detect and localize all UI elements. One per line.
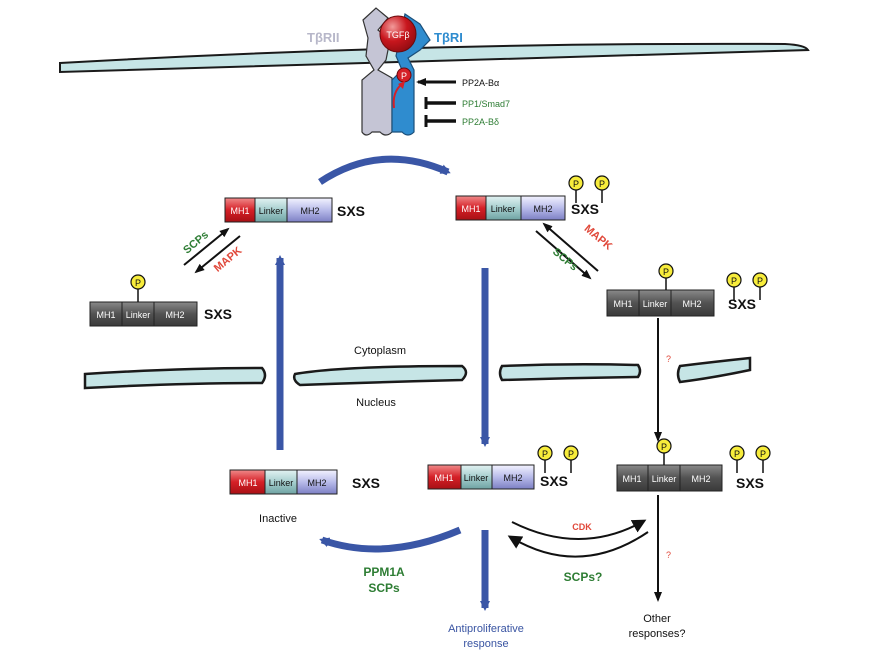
mh2-label: MH2 — [533, 204, 552, 214]
sxs-label: SXS — [352, 475, 380, 491]
mh1-label: MH1 — [238, 478, 257, 488]
pp1-smad7-label: PP1/Smad7 — [462, 99, 510, 109]
smad-nuclear-inactive: MH1 Linker MH2 SXS — [229, 469, 380, 495]
sxs-label: SXS — [728, 296, 756, 312]
mh2-label: MH2 — [503, 473, 522, 483]
linker-label: Linker — [259, 206, 284, 216]
scps-left-label: SCPs — [181, 229, 211, 257]
question-lower-label: ? — [666, 550, 671, 560]
phospho-label: P — [757, 276, 763, 286]
mh2-label: MH2 — [682, 299, 701, 309]
cytoplasm-label: Cytoplasm — [354, 345, 406, 357]
phospho-icon — [130, 274, 146, 290]
question-upper-label: ? — [666, 354, 671, 364]
linker-label: Linker — [269, 478, 294, 488]
mapk-left-label: MAPK — [212, 245, 245, 275]
dephosphorylation-arrow — [319, 526, 462, 553]
receptor-activation-arrow — [318, 155, 451, 185]
receptor-phosphate-label: P — [401, 71, 407, 81]
pp2a-ba-label: PP2A-Bα — [462, 78, 499, 88]
sxs-label: SXS — [736, 475, 764, 491]
phospho-label: P — [734, 449, 740, 459]
nuclear-envelope — [83, 356, 752, 390]
phospho-icon — [752, 272, 768, 288]
mh2-label: MH2 — [300, 206, 319, 216]
tgfb-ligand — [379, 15, 417, 53]
tbrii-label: TβRII — [307, 30, 340, 45]
phospho-label: P — [760, 449, 766, 459]
mh1-label: MH1 — [434, 473, 453, 483]
smad-cyto-unphosphorylated: MH1 Linker MH2 SXS — [224, 197, 365, 223]
antiproliferative-label: Antiproliferative — [448, 623, 524, 635]
phospho-label: P — [731, 276, 737, 286]
smad-nuclear-fully-phosphorylated: MH1 Linker MH2 SXS P P P — [616, 438, 771, 492]
mh2-label: MH2 — [307, 478, 326, 488]
pp2a-bd-label: PP2A-Bδ — [462, 117, 499, 127]
receptor-complex: TGFβ P — [361, 7, 431, 136]
phospho-icon — [658, 263, 674, 279]
linker-label: Linker — [643, 299, 668, 309]
mh1-label: MH1 — [613, 299, 632, 309]
smad-nuclear-c-phosphorylated: MH1 Linker MH2 SXS P P — [427, 445, 579, 490]
mh2-label: MH2 — [165, 310, 184, 320]
phospho-icon — [755, 445, 771, 461]
mh1-label: MH1 — [230, 206, 249, 216]
receptor-regulators: PP2A-Bα PP1/Smad7 PP2A-Bδ — [416, 78, 510, 127]
smad-cyto-fully-phosphorylated: MH1 Linker MH2 SXS P P P — [606, 263, 768, 317]
phospho-label: P — [542, 449, 548, 459]
phospho-label: P — [135, 278, 141, 288]
phospho-icon — [568, 175, 584, 191]
phospho-label: P — [599, 179, 605, 189]
linker-label: Linker — [652, 474, 677, 484]
scps-question-label: SCPs? — [564, 570, 603, 584]
phospho-icon — [563, 445, 579, 461]
phospho-label: P — [573, 179, 579, 189]
mapk-right-label: MAPK — [582, 223, 615, 253]
smad-cyto-linker-phosphorylated: MH1 Linker MH2 SXS P — [89, 274, 232, 327]
linker-label: Linker — [491, 204, 516, 214]
phospho-icon — [656, 438, 672, 454]
cdk-label: CDK — [572, 522, 592, 532]
sxs-label: SXS — [540, 473, 568, 489]
tbri-label: TβRI — [434, 30, 463, 45]
nucleus-label: Nucleus — [356, 397, 396, 409]
smad-cyto-c-phosphorylated: MH1 Linker MH2 SXS P P — [455, 175, 610, 221]
phospho-icon — [729, 445, 745, 461]
tgfb-label: TGFβ — [386, 30, 409, 40]
phospho-icon — [537, 445, 553, 461]
sxs-label: SXS — [571, 201, 599, 217]
inactive-label: Inactive — [259, 513, 297, 525]
plasma-membrane — [59, 42, 810, 74]
mh1-label: MH1 — [96, 310, 115, 320]
sxs-label: SXS — [337, 203, 365, 219]
other-responses-label: responses? — [629, 628, 686, 640]
phospho-icon — [594, 175, 610, 191]
phospho-label: P — [568, 449, 574, 459]
blue-pathway-arrows — [275, 155, 490, 611]
ppm1a-label: PPM1A — [363, 565, 405, 579]
phospho-label: P — [663, 267, 669, 277]
linker-label: Linker — [126, 310, 151, 320]
black-regulation-arrows — [183, 222, 662, 602]
phospho-label: P — [661, 442, 667, 452]
scps-bottom-label: SCPs — [368, 581, 400, 595]
response-label: response — [463, 638, 508, 650]
phospho-icon — [726, 272, 742, 288]
mh1-label: MH1 — [461, 204, 480, 214]
other-label: Other — [643, 613, 671, 625]
mh2-label: MH2 — [691, 474, 710, 484]
sxs-label: SXS — [204, 306, 232, 322]
mh1-label: MH1 — [622, 474, 641, 484]
linker-label: Linker — [464, 473, 489, 483]
